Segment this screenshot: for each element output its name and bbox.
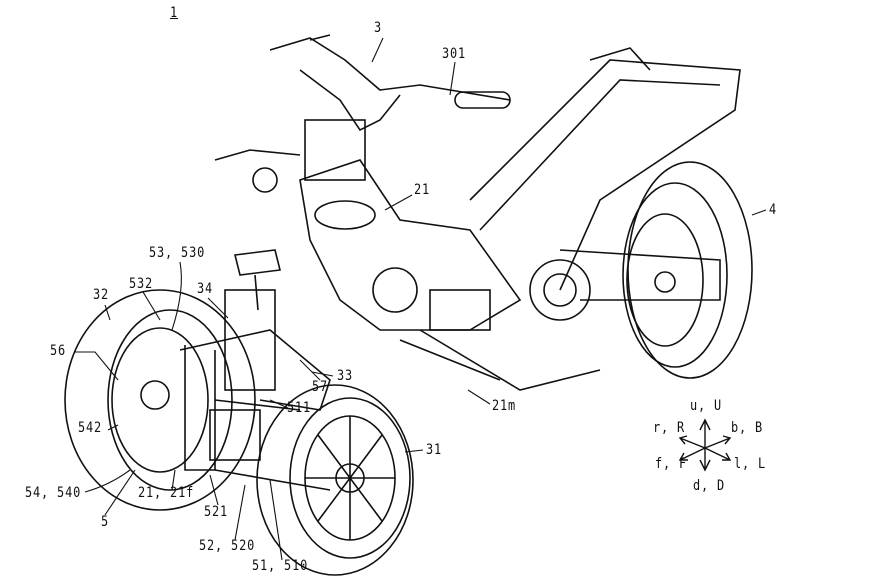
- label-4: 4: [769, 202, 778, 218]
- label-31: 31: [426, 442, 443, 458]
- label-301: 301: [442, 46, 467, 62]
- rear-frame-drawing: [469, 47, 741, 321]
- label-542: 542: [78, 420, 103, 436]
- label-34: 34: [197, 281, 214, 297]
- label-52-520: 52, 520: [199, 538, 256, 554]
- label-53-530: 53, 530: [149, 245, 206, 261]
- leader-lines: [75, 37, 767, 561]
- direction-compass-drawing: [678, 418, 732, 472]
- main-frame-drawing: [299, 159, 601, 391]
- label-5: 5: [101, 514, 110, 530]
- front-left-wheel-drawing: [64, 289, 256, 511]
- label-532: 532: [129, 276, 154, 292]
- label-521: 521: [204, 504, 229, 520]
- compass-up-label: u, U: [690, 398, 723, 414]
- label-511: 511: [287, 400, 312, 416]
- compass-back-label: b, B: [731, 420, 764, 436]
- label-51-510: 51, 510: [252, 558, 309, 574]
- front-right-wheel-drawing: [256, 384, 414, 576]
- figure-number: 1: [170, 5, 179, 21]
- label-33: 33: [337, 368, 354, 384]
- label-54-540: 54, 540: [25, 485, 82, 501]
- handlebar-drawing: [214, 34, 511, 193]
- label-3: 3: [374, 20, 383, 36]
- front-suspension-drawing: [179, 249, 331, 491]
- compass-rear-label: r, R: [653, 420, 686, 436]
- label-56: 56: [50, 343, 67, 359]
- compass-down-label: d, D: [693, 478, 726, 494]
- compass-left-label: l, L: [734, 456, 767, 472]
- label-21m: 21m: [492, 398, 517, 414]
- label-32: 32: [93, 287, 110, 303]
- label-57: 57: [312, 379, 329, 395]
- label-21-21f: 21, 21f: [138, 485, 195, 501]
- compass-front-label: f, F: [655, 456, 688, 472]
- label-21: 21: [414, 182, 431, 198]
- rear-wheel-drawing: [622, 161, 753, 379]
